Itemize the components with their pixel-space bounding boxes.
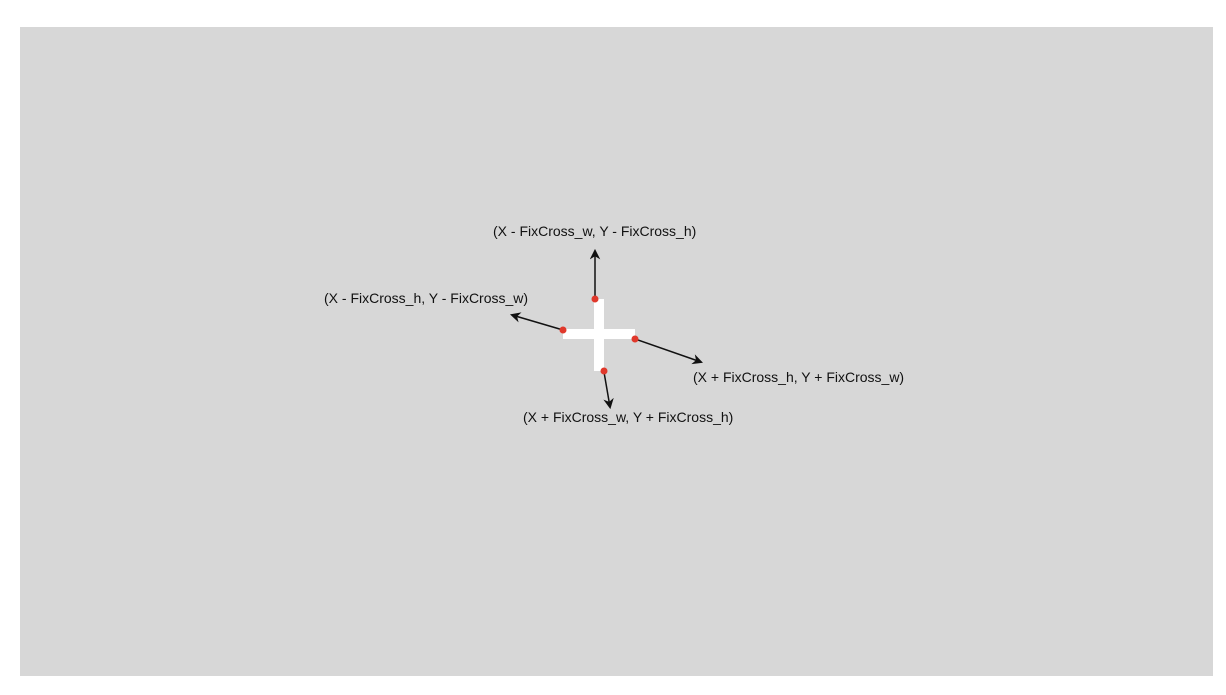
label-bottom: (X + FixCross_w, Y + FixCross_h) bbox=[523, 409, 734, 425]
arrow-left bbox=[509, 312, 564, 331]
arrow-bottom bbox=[603, 371, 614, 410]
arrow-right bbox=[634, 338, 703, 365]
diagram-canvas bbox=[20, 27, 1213, 676]
label-right: (X + FixCross_h, Y + FixCross_w) bbox=[693, 369, 905, 385]
point-left bbox=[559, 326, 567, 334]
cross-vertical-bar bbox=[594, 299, 604, 371]
fixation-cross bbox=[563, 299, 635, 371]
label-left: (X - FixCross_h, Y - FixCross_w) bbox=[324, 290, 529, 306]
label-top: (X - FixCross_w, Y - FixCross_h) bbox=[493, 223, 697, 239]
point-top bbox=[591, 295, 599, 303]
point-bottom bbox=[600, 367, 608, 375]
point-right bbox=[631, 335, 639, 343]
